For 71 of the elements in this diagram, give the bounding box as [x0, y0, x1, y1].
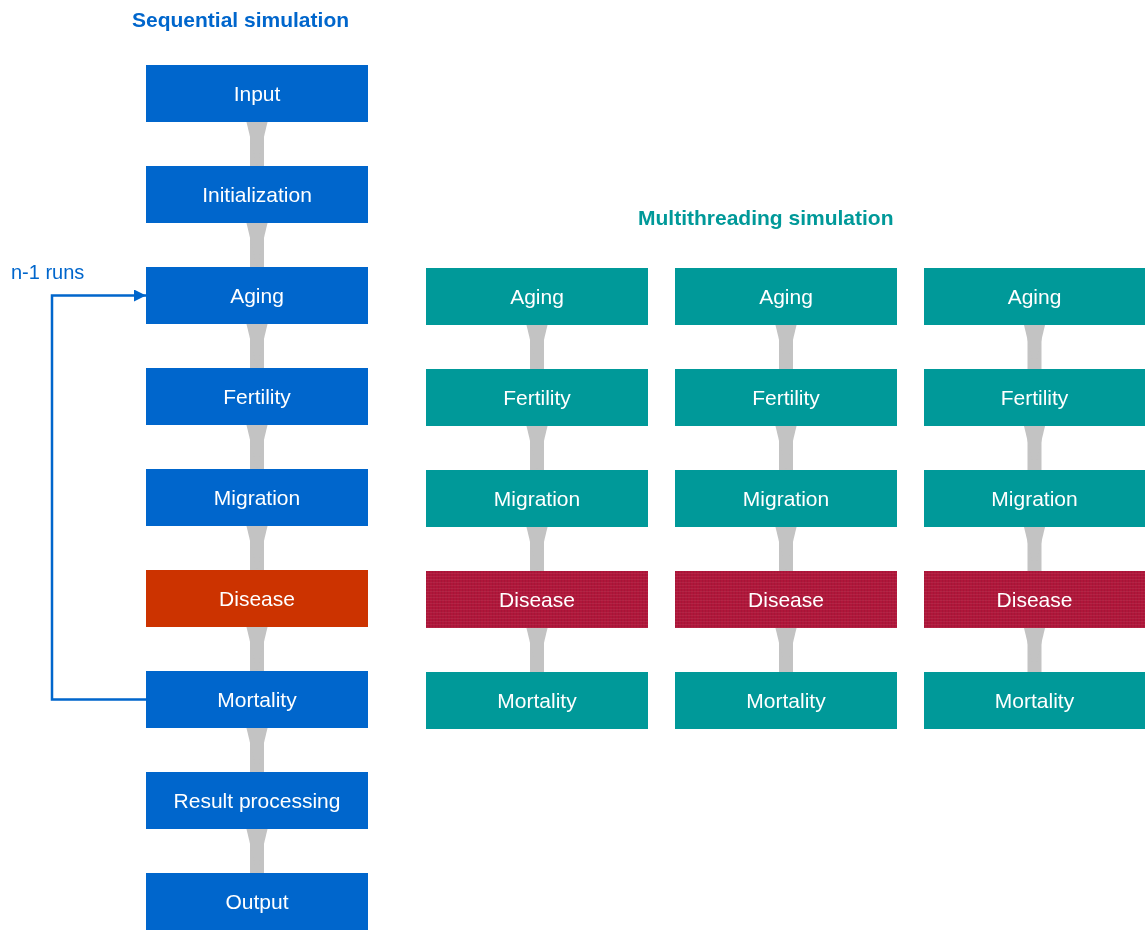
block-arrow	[1023, 525, 1046, 571]
block-arrow	[246, 120, 268, 166]
process-box	[924, 369, 1145, 426]
block-arrow	[246, 423, 268, 469]
block-arrow	[1023, 424, 1046, 470]
block-arrow	[775, 323, 797, 369]
process-box	[675, 571, 897, 628]
process-box	[426, 470, 648, 527]
block-arrow	[246, 625, 268, 671]
block-arrow	[526, 626, 548, 672]
step-label: Mortality	[497, 688, 577, 713]
loop-arrow	[50, 289, 146, 701]
block-arrow	[775, 626, 797, 672]
process-box	[924, 672, 1145, 729]
process-box	[924, 571, 1145, 628]
process-box	[146, 772, 368, 829]
process-box	[924, 268, 1145, 325]
process-box	[146, 166, 368, 223]
block-arrow	[526, 323, 548, 369]
block-arrow	[246, 827, 268, 873]
process-box	[426, 369, 648, 426]
block-arrow	[775, 525, 797, 571]
step-label: Fertility	[752, 385, 820, 410]
step-label: Mortality	[217, 687, 297, 712]
process-box	[146, 65, 368, 122]
process-box	[146, 671, 368, 728]
block-arrow	[526, 424, 548, 470]
step-label: Input	[233, 81, 281, 106]
process-box	[426, 268, 648, 325]
process-box	[675, 369, 897, 426]
block-arrow	[246, 524, 268, 570]
process-box	[426, 672, 648, 729]
step-label: Fertility	[1000, 385, 1069, 410]
step-label: Aging	[759, 284, 813, 309]
process-box	[675, 470, 897, 527]
section-heading: Multithreading simulation	[638, 206, 894, 230]
section-heading: Sequential simulation	[132, 8, 350, 32]
step-label: Migration	[493, 486, 581, 511]
process-box	[675, 268, 897, 325]
process-box	[426, 571, 648, 628]
process-box	[146, 368, 368, 425]
step-label: Migration	[213, 485, 301, 510]
step-label: Migration	[991, 486, 1078, 511]
block-arrow	[246, 221, 268, 267]
step-label: Aging	[510, 284, 564, 309]
step-label: Fertility	[223, 384, 291, 409]
process-box	[675, 672, 897, 729]
step-label: Output	[225, 889, 289, 914]
step-label: Disease	[996, 587, 1073, 612]
step-label: Result processing	[173, 788, 341, 813]
process-box	[146, 570, 368, 627]
process-box	[146, 873, 368, 930]
step-label: Fertility	[503, 385, 571, 410]
step-label: Mortality	[994, 688, 1075, 713]
block-arrow	[775, 424, 797, 470]
block-arrow	[1023, 626, 1046, 672]
block-arrow	[246, 322, 268, 368]
block-arrow	[1023, 323, 1046, 369]
step-label: Disease	[499, 587, 575, 612]
process-box	[146, 469, 368, 526]
process-box	[146, 267, 368, 324]
block-arrow	[526, 525, 548, 571]
step-label: Aging	[1007, 284, 1062, 309]
step-label: Migration	[742, 486, 830, 511]
step-label: Disease	[219, 586, 295, 611]
process-box	[924, 470, 1145, 527]
step-label: Disease	[748, 587, 824, 612]
block-arrow	[246, 726, 268, 772]
step-label: Aging	[230, 283, 284, 308]
step-label: Initialization	[202, 182, 312, 207]
step-label: Mortality	[746, 688, 826, 713]
